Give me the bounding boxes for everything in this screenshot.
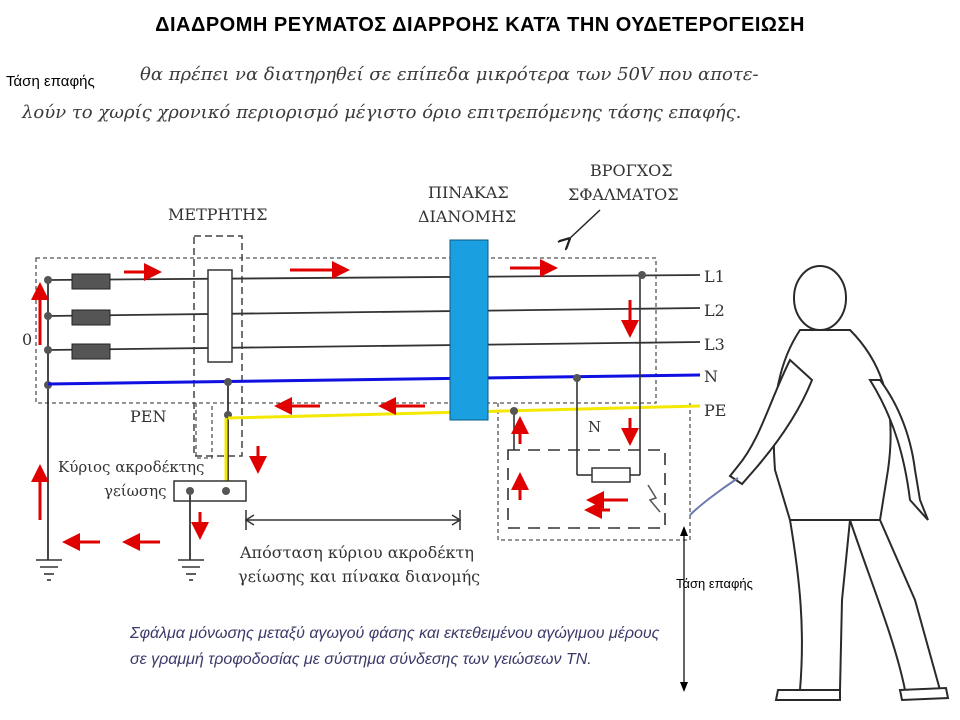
- person-figure: [728, 265, 950, 702]
- caption-line-1: Σφάλμα μόνωσης μεταξύ αγωγού φάσης και ε…: [129, 625, 660, 642]
- meter-dashed-box: [193, 235, 243, 457]
- person-leg-back: [848, 519, 942, 691]
- pen-dashed-region: [195, 403, 213, 459]
- source-dashed-box: [35, 257, 657, 404]
- distribution-panel: [449, 239, 489, 421]
- caption-line-2: σε γραμμή τροφοδοσίας με σύστημα σύνδεση…: [130, 651, 592, 668]
- junction-dot: [186, 487, 194, 495]
- source-winding-3: [71, 343, 111, 360]
- person-torso: [772, 329, 892, 521]
- contact-voltage-label: Τάση επαφής: [676, 576, 753, 591]
- person-arm-back: [868, 379, 929, 521]
- main-terminal-label-2: γείωσης: [104, 482, 166, 500]
- intro-label: Τάση επαφής: [6, 73, 95, 90]
- panel-label-1: ΠΙΝΑΚΑΣ: [428, 183, 509, 202]
- inner-n-label: N: [588, 418, 601, 436]
- junction-dot: [44, 312, 52, 320]
- distance-bracket: [451, 514, 462, 526]
- source-winding-2: [71, 309, 111, 326]
- ground-symbol-source: [36, 559, 62, 581]
- person-hand-contact: [689, 477, 739, 516]
- phase-line-l1: [47, 274, 701, 281]
- wire-label-pe: PE: [704, 401, 726, 420]
- wire-label-l2: L2: [704, 301, 725, 320]
- load-resistor: [591, 467, 631, 483]
- person-arm-front: [728, 358, 814, 486]
- loop-pointer: [568, 209, 601, 240]
- fault-spark-icon: [647, 484, 661, 513]
- person-foot-front: [774, 689, 841, 701]
- contact-voltage-arrow-up: [680, 526, 688, 536]
- ground-symbol-terminal: [178, 559, 204, 581]
- intro-line-1: θα πρέπει να διατηρηθεί σε επίπεδα μικρό…: [140, 64, 759, 85]
- page-title: ΔΙΑΔΡΟΜΗ ΡΕΥΜΑΤΟΣ ΔΙΑΡΡΟΗΣ ΚΑΤΆ ΤΗΝ ΟΥΔΕ…: [155, 14, 805, 36]
- junction-dot: [44, 276, 52, 284]
- contact-voltage-arrow-down: [680, 682, 688, 692]
- person-foot-back: [898, 686, 950, 702]
- main-earthing-terminal: [173, 480, 247, 502]
- distance-label-2: γείωσης και πίνακα διανομής: [238, 567, 480, 586]
- junction-dot: [638, 271, 646, 279]
- person-head: [793, 265, 847, 331]
- junction-dot: [224, 378, 232, 386]
- meter-label: ΜΕΤΡΗΤΗΣ: [168, 205, 267, 224]
- current-arrows: [31, 259, 639, 551]
- person-leg-front: [788, 519, 852, 691]
- junction-dot: [222, 487, 230, 495]
- loop-label-1: ΒΡΟΓΧΟΣ: [590, 161, 673, 180]
- wire-label-l3: L3: [704, 335, 725, 354]
- equipment-enclosure: [507, 449, 666, 529]
- junction-dot: [510, 407, 518, 415]
- phase-line-l3: [47, 341, 701, 351]
- source-zero-label: 0: [22, 330, 32, 349]
- intro-line-2: λούν το χωρίς χρονικό περιορισμό μέγιστο…: [21, 102, 741, 123]
- source-winding-1: [71, 273, 111, 290]
- distance-bracket: [244, 514, 255, 526]
- wire-label-l1: L1: [704, 267, 725, 286]
- pen-label: PEN: [130, 407, 166, 426]
- wire-label-n: N: [704, 367, 718, 386]
- meter-body: [207, 269, 233, 363]
- neutral-wire: [47, 373, 701, 386]
- distance-label-1: Απόσταση κύριου ακροδέκτη: [239, 543, 474, 562]
- main-terminal-label-1: Κύριος ακροδέκτης: [58, 458, 204, 476]
- junction-dot: [44, 346, 52, 354]
- panel-label-2: ΔΙΑΝΟΜΗΣ: [418, 207, 516, 226]
- loop-label-2: ΣΦΑΛΜΑΤΟΣ: [568, 185, 679, 204]
- consumer-dashed-box: [497, 403, 691, 541]
- junction-dot: [573, 374, 581, 382]
- phase-line-l2: [47, 307, 701, 317]
